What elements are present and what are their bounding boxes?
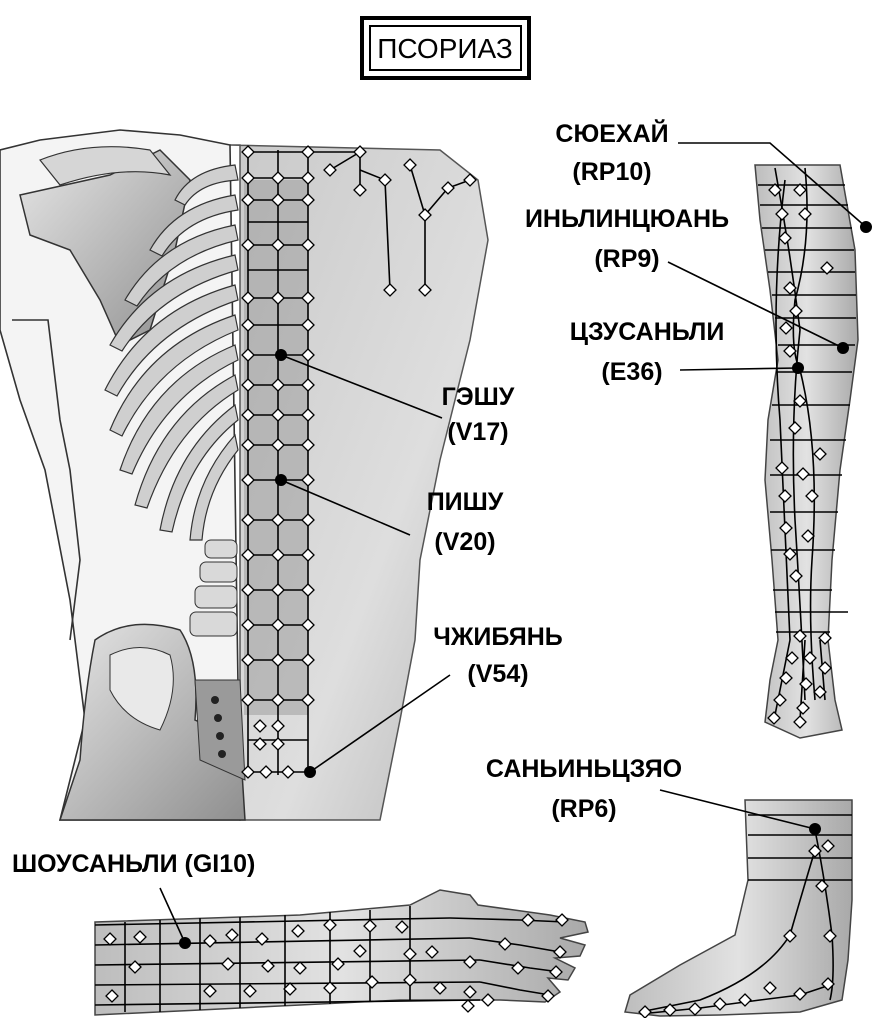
label-syuehai: СЮЕХАЙ (RP10) (555, 118, 668, 186)
title-box: ПСОРИАЗ (362, 18, 529, 78)
geshu-name: ГЭШУ (442, 383, 515, 411)
foot-figure (625, 790, 852, 1018)
sanyinjiao-code: (RP6) (551, 795, 616, 823)
syuehai-code: (RP10) (572, 158, 651, 186)
label-yinlingquan: ИНЬЛИНЦЮАНЬ (RP9) (525, 205, 729, 273)
pishu-code: (V20) (434, 528, 495, 556)
arm-figure (95, 888, 588, 1015)
syuehai-name: СЮЕХАЙ (555, 118, 668, 148)
label-zhibian: ЧЖИБЯНЬ (V54) (433, 623, 562, 688)
back-figure (0, 130, 488, 820)
zhibian-name: ЧЖИБЯНЬ (433, 623, 562, 651)
yinlingquan-code: (RP9) (594, 245, 659, 273)
geshu-code: (V17) (447, 418, 508, 446)
label-shousanli: ШОУСАНЬЛИ (GI10) (12, 850, 255, 878)
sanyinjiao-name: САНЬИНЬЦЗЯО (486, 755, 682, 783)
label-zusanli: ЦЗУСАНЬЛИ (E36) (570, 318, 725, 386)
label-pishu: ПИШУ (V20) (427, 488, 504, 556)
pishu-name: ПИШУ (427, 488, 504, 516)
zusanli-name: ЦЗУСАНЬЛИ (570, 318, 725, 346)
page-title: ПСОРИАЗ (377, 33, 513, 64)
shousanli-label: ШОУСАНЬЛИ (GI10) (12, 850, 255, 878)
zhibian-code: (V54) (467, 660, 528, 688)
label-sanyinjiao: САНЬИНЬЦЗЯО (RP6) (486, 755, 682, 823)
yinlingquan-name: ИНЬЛИНЦЮАНЬ (525, 205, 729, 233)
label-geshu: ГЭШУ (V17) (442, 383, 515, 446)
zusanli-code: (E36) (601, 358, 662, 386)
